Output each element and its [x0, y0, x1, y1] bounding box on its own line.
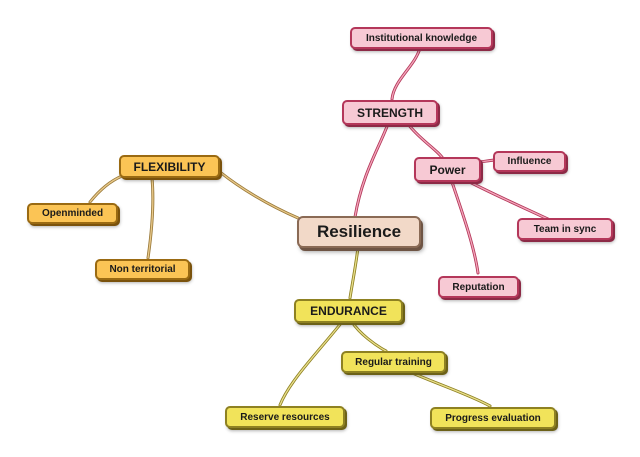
link-endurance-reserve: [278, 320, 344, 407]
link-flexibility-openminded: [88, 174, 124, 204]
node-reputation[interactable]: Reputation: [438, 276, 519, 298]
node-team-in-sync[interactable]: Team in sync: [517, 218, 613, 240]
node-institutional-knowledge[interactable]: Institutional knowledge: [350, 27, 493, 49]
link-strength-institutional: [390, 46, 422, 101]
node-resilience[interactable]: Resilience: [297, 216, 421, 248]
node-progress-evaluation[interactable]: Progress evaluation: [430, 407, 556, 429]
link-central-flexibility: [218, 170, 300, 220]
link-endurance-regular: [350, 320, 388, 353]
link-central-strength: [353, 122, 390, 219]
node-endurance[interactable]: ENDURANCE: [294, 299, 403, 323]
node-flexibility[interactable]: FLEXIBILITY: [119, 155, 220, 178]
node-openminded[interactable]: Openminded: [27, 203, 118, 224]
node-reserve-resources[interactable]: Reserve resources: [225, 406, 345, 428]
node-regular-training[interactable]: Regular training: [341, 351, 446, 373]
link-power-reputation: [450, 180, 480, 275]
node-strength[interactable]: STRENGTH: [342, 100, 438, 125]
node-power[interactable]: Power: [414, 157, 481, 182]
node-influence[interactable]: Influence: [493, 151, 566, 172]
node-non-territorial[interactable]: Non territorial: [95, 259, 190, 280]
